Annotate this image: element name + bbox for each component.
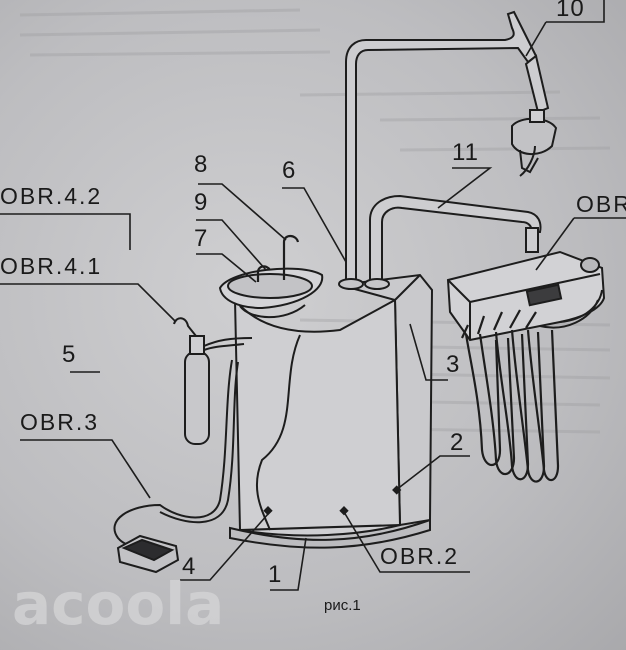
instrument-arm — [369, 194, 542, 283]
callout-leaders — [0, 0, 626, 591]
label-9: 9 — [194, 189, 208, 216]
callout-labels: OBR.4.2 OBR.4.1 5 OBR.3 8 9 7 6 10 11 OB… — [0, 0, 626, 588]
cup-filler-faucet — [256, 234, 300, 282]
label-obr-3: OBR.3 — [20, 409, 99, 435]
label-2: 2 — [450, 429, 464, 456]
figure-caption: рис.1 — [324, 597, 361, 614]
foot-pedal — [116, 534, 180, 574]
label-obr-tray: OBR — [576, 191, 626, 217]
label-obr-4-2: OBR.4.2 — [0, 183, 102, 209]
handpieces-hoses — [461, 309, 560, 483]
instrument-tray — [446, 250, 606, 342]
label-11: 11 — [452, 139, 479, 166]
pole-collars — [338, 278, 390, 290]
label-1: 1 — [268, 561, 282, 588]
label-3: 3 — [446, 351, 460, 378]
label-8: 8 — [194, 151, 208, 178]
water-bottle — [173, 317, 253, 445]
label-7: 7 — [194, 225, 208, 252]
label-4: 4 — [182, 553, 196, 580]
dental-light — [511, 109, 558, 177]
label-obr-4-1: OBR.4.1 — [0, 253, 102, 279]
label-6: 6 — [282, 157, 296, 184]
pedestal — [229, 273, 434, 549]
foot-control-cable — [113, 359, 239, 549]
label-10: 10 — [556, 0, 585, 22]
label-obr-2: OBR.2 — [380, 543, 459, 569]
watermark-logo: acoola — [12, 570, 224, 638]
label-5: 5 — [62, 341, 76, 368]
